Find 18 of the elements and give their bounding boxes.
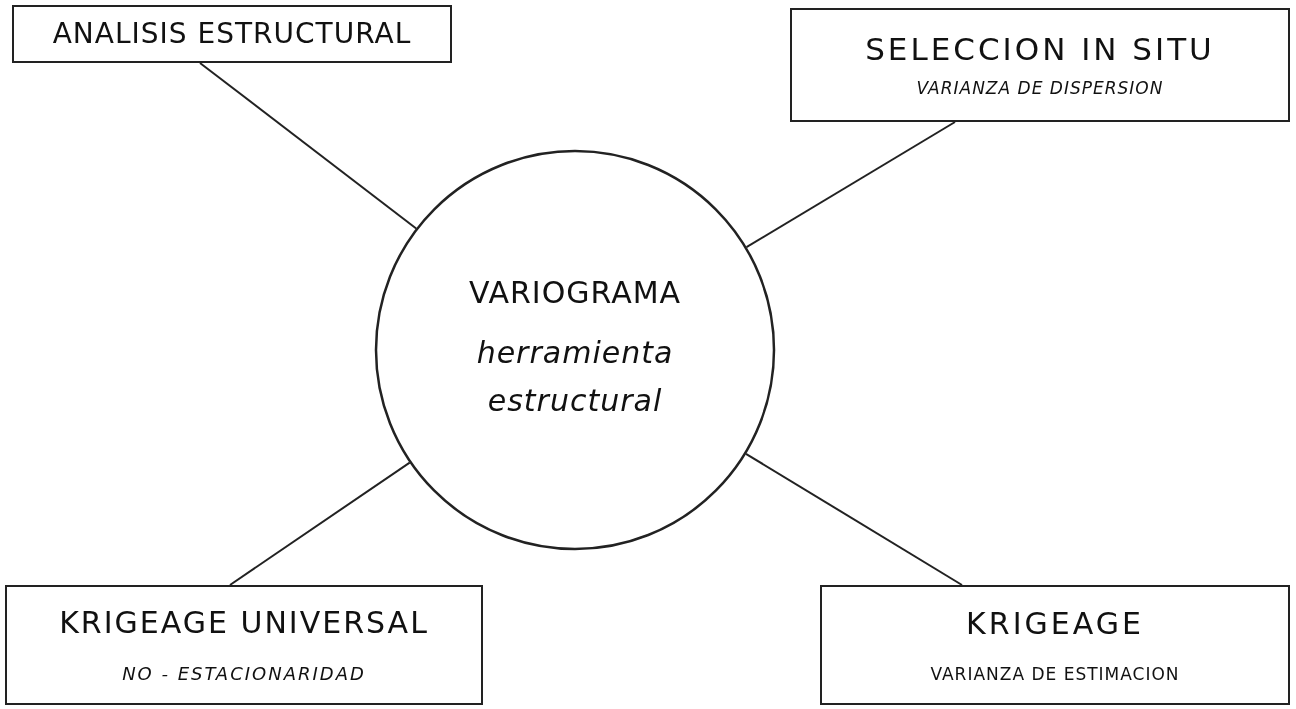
node-title: SELECCION IN SITU xyxy=(865,31,1215,69)
node-subtitle: VARIANZA DE ESTIMACION xyxy=(930,663,1180,685)
text-box xyxy=(820,585,1290,705)
connector-line xyxy=(199,62,418,230)
circle-node xyxy=(375,150,775,550)
node-subtitle: herramienta estructural xyxy=(475,334,675,420)
connector-line xyxy=(229,461,411,586)
node-subtitle: NO - ESTACIONARIDAD xyxy=(122,663,366,685)
text-box xyxy=(790,8,1290,122)
connector-line xyxy=(744,452,963,586)
node-subtitle: VARIANZA DE DISPERSION xyxy=(916,78,1164,99)
node-title: KRIGEAGE xyxy=(966,605,1144,642)
connector-line xyxy=(745,121,956,249)
node-title: VARIOGRAMA xyxy=(468,275,682,311)
text-box xyxy=(12,5,452,63)
node-title: ANALISIS ESTRUCTURAL xyxy=(52,17,412,51)
node-title: KRIGEAGE UNIVERSAL xyxy=(59,605,429,642)
text-box xyxy=(5,585,483,705)
